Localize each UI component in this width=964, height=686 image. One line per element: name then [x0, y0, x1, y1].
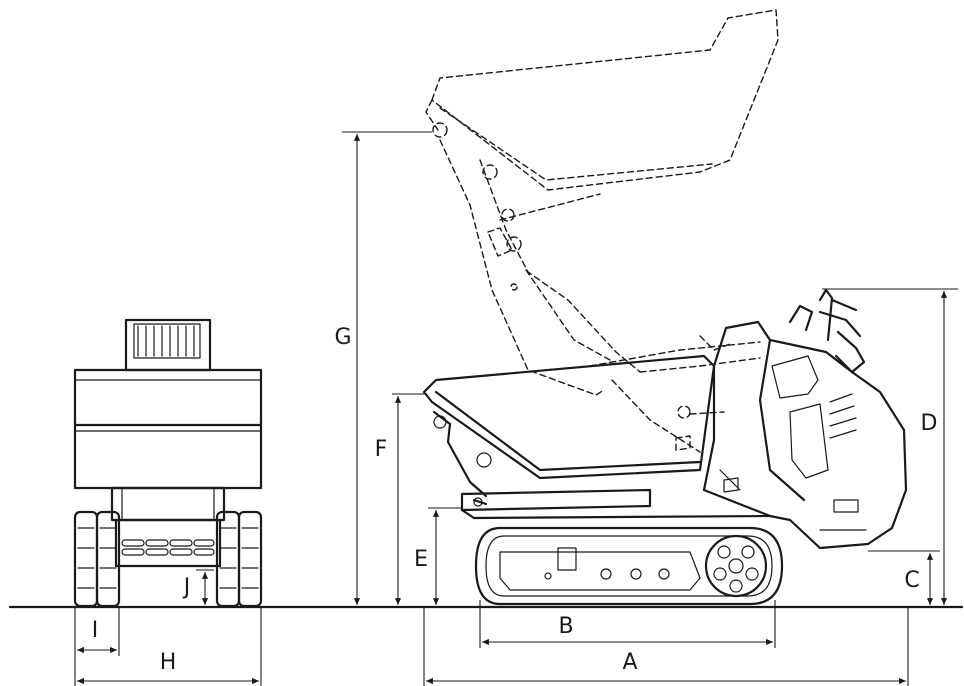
front-center-lugs — [121, 539, 215, 556]
label-I: I — [92, 618, 99, 643]
label-F: F — [375, 437, 388, 462]
side-view — [422, 9, 908, 606]
front-right-track — [215, 510, 263, 608]
front-skip-body — [73, 368, 263, 490]
label-J: J — [182, 575, 191, 600]
side-engine-housing — [702, 320, 908, 550]
label-A: A — [622, 650, 637, 675]
front-chassis — [110, 486, 226, 522]
label-B: B — [558, 614, 573, 639]
front-view — [73, 318, 263, 608]
side-controls — [788, 288, 866, 374]
label-G: G — [334, 325, 351, 350]
label-H: H — [160, 650, 177, 675]
side-chassis — [460, 488, 772, 520]
label-E: E — [414, 547, 428, 572]
side-track — [474, 526, 784, 606]
lowered-skip — [422, 354, 716, 498]
dimension-labels: G F E D C J B A I H — [92, 325, 938, 675]
raised-skip-dashed — [425, 9, 779, 453]
label-D: D — [921, 411, 938, 436]
front-engine-grille — [133, 323, 201, 359]
dimension-lines — [74, 131, 958, 686]
front-engine-box — [124, 318, 212, 372]
label-C: C — [904, 568, 919, 593]
front-left-track — [73, 510, 121, 608]
